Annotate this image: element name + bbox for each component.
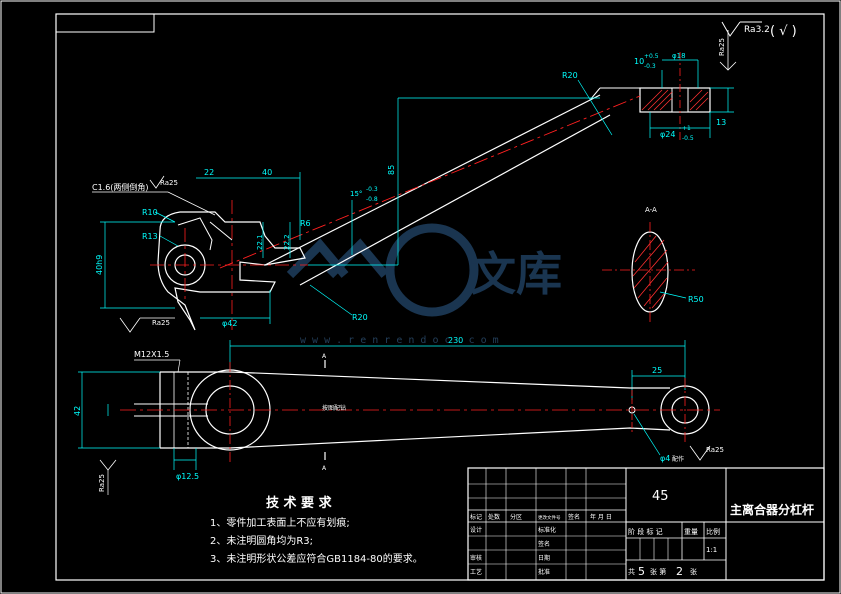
ra25-side-label: Ra25	[718, 38, 726, 56]
left-label-design: 设计	[470, 526, 482, 534]
dim-22-1-label: 22.1	[256, 234, 264, 250]
dim-42-label: 42	[73, 406, 82, 416]
note-item-3: 3、未注明形状公差应符合GB1184-80的要求。	[210, 552, 423, 565]
hub-outline	[157, 211, 306, 331]
r20-top-label: R20	[562, 71, 578, 80]
left-label-process: 工艺	[470, 568, 482, 576]
watermark: 文库 w w w . r e n r e n d o c . c o m	[286, 223, 562, 346]
extra-label-sign: 签名	[538, 540, 550, 548]
dim-10-tol-upper: +0.5	[644, 53, 659, 60]
phi18-label: φ18	[672, 52, 686, 60]
r10-label: R10	[142, 208, 158, 217]
watermark-circle	[385, 223, 479, 317]
material-value: 45	[652, 489, 669, 504]
dim-10-label: 10	[634, 57, 644, 66]
inner-border	[55, 13, 825, 581]
weight-label: 重量	[684, 528, 698, 536]
ra25-front-label: Ra25	[706, 446, 724, 454]
section-mark-a-top: A	[322, 353, 327, 360]
sheet-total: 5	[638, 565, 645, 578]
dim-22-2-label: 22.2	[283, 234, 291, 250]
dim-230-label: 230	[448, 336, 463, 345]
hub-notch	[177, 217, 213, 251]
mid-label-standard: 标准化	[538, 526, 556, 534]
lever-lower-edge	[160, 427, 671, 449]
sheet-suffix: 张	[690, 567, 697, 576]
r6-label: R6	[300, 219, 311, 228]
sheet-prefix: 共	[628, 567, 635, 576]
dim-40-label: 40	[262, 168, 272, 177]
notes-title: 技 术 要 求	[266, 495, 333, 511]
r13-label: R13	[142, 232, 158, 241]
global-roughness: Ra3.2 ( √ )	[721, 21, 797, 39]
thread-label: M12X1.5	[134, 350, 169, 359]
note-item-1: 1、零件加工表面上不应有划痕;	[210, 516, 350, 529]
dim-22-label: 22	[204, 168, 214, 177]
section-label: A-A	[645, 206, 657, 214]
r50-label: R50	[688, 295, 704, 304]
dim-25-label: 25	[652, 366, 662, 375]
dim-10-tol-lower: -0.3	[644, 63, 656, 70]
right-detail-view: φ18 10 +0.5 -0.3 φ24 +1 -0.5 13 Ra25	[589, 30, 737, 142]
arm-lower-edge	[299, 114, 611, 286]
row-label-3: 更改文件号	[538, 514, 561, 521]
title-block-text: 45 主离合器分杠杆 阶 段 标 记 重量 比例 1:1 共 5 张 第 2 张…	[470, 489, 814, 578]
section-mark-a-bottom: A	[322, 465, 327, 472]
scale-label: 比例	[706, 527, 720, 536]
sheet-mid: 张 第	[650, 567, 666, 576]
stage-label: 阶 段 标 记	[628, 527, 663, 536]
lever-upper-edge	[160, 371, 670, 389]
ra25-front-side-label: Ra25	[98, 474, 106, 492]
row-label-2: 分区	[510, 513, 522, 521]
phi4-label: φ4	[660, 454, 670, 463]
title-block	[467, 467, 825, 581]
row-label-5: 年 月 日	[590, 513, 612, 521]
ra25-top-label: Ra25	[160, 179, 178, 187]
top-view: 22 40 85 15° -0.3 -0.8 40h9 φ42 22.1 22.…	[92, 71, 641, 333]
lug-hatch	[641, 89, 709, 111]
dim-85-label: 85	[387, 165, 396, 175]
global-roughness-note: ( √ )	[770, 24, 797, 39]
angle-dim-label: 15°	[350, 190, 362, 198]
r20-bottom-label: R20	[352, 313, 368, 322]
row-label-4: 签名	[568, 513, 580, 521]
section-hatch	[632, 235, 669, 309]
phi24-label: φ24	[660, 130, 675, 139]
left-label-review: 审核	[470, 554, 482, 562]
row-label-1: 处数	[488, 513, 500, 521]
watermark-brand: 文库	[470, 247, 562, 301]
extra-label-date: 日期	[538, 554, 550, 562]
row-label-0: 标记	[470, 513, 482, 521]
phi24-tol-upper: +1	[682, 125, 691, 132]
dim-40h9-label: 40h9	[95, 255, 104, 275]
front-center-text: 按图配钻	[322, 404, 346, 412]
chamfer-note: C1.6(两侧倒角)	[92, 182, 149, 192]
dim-phi42-label: φ42	[222, 319, 237, 328]
watermark-url: w w w . r e n r e n d o c . c o m	[300, 335, 499, 346]
roughness-check-symbol	[721, 21, 741, 37]
section-aa: A-A R50	[602, 206, 704, 325]
ra25-bottom-label: Ra25	[152, 319, 170, 327]
code-box	[55, 13, 155, 33]
part-name: 主离合器分杠杆	[730, 502, 814, 517]
arm-upper-edge	[264, 94, 601, 266]
mid-label-approve: 批准	[538, 568, 550, 576]
global-roughness-value: Ra3.2	[744, 25, 770, 35]
phi24-tol-lower: -0.5	[682, 135, 694, 142]
angle-tol-lower: -0.8	[366, 196, 378, 203]
angle-tol-upper: -0.3	[366, 186, 378, 193]
note-item-2: 2、未注明圆角均为R3;	[210, 534, 313, 547]
phi12-5-label: φ12.5	[176, 472, 199, 481]
dim-13-label: 13	[716, 118, 726, 127]
phi4-suffix: 配作	[672, 455, 684, 463]
sheet-number: 2	[676, 565, 683, 578]
watermark-logo-strokes	[286, 238, 389, 279]
front-view: 230 25 按图配钻 M12X1.5 42 φ12.5	[73, 336, 724, 495]
technical-notes: 技 术 要 求 1、零件加工表面上不应有划痕; 2、未注明圆角均为R3; 3、未…	[210, 495, 423, 565]
scale-value: 1:1	[706, 546, 717, 554]
